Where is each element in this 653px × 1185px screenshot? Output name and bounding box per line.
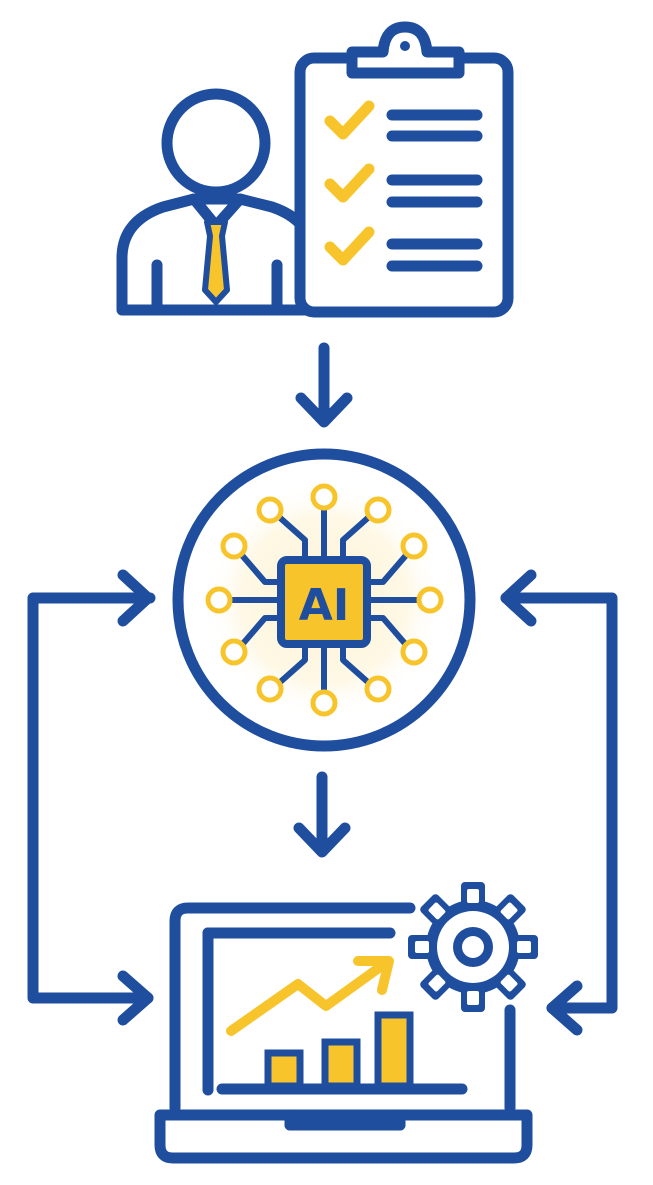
arrow-ai-to-output — [293, 771, 351, 858]
ai-node: AI — [172, 448, 476, 752]
check-mark-icon — [324, 100, 375, 266]
tie-icon — [202, 219, 230, 305]
circuit-nodes — [205, 483, 444, 717]
arrow-head-to-ai-left — [117, 569, 154, 627]
arrow-head-to-output-left — [117, 970, 154, 1026]
laptop-icon — [154, 902, 533, 1164]
bar-chart-icon — [216, 1011, 468, 1095]
output-node — [154, 882, 538, 1164]
trend-arrow-icon — [226, 956, 394, 1036]
checklist-lines — [386, 109, 483, 272]
checklist-clipboard-icon — [294, 21, 514, 318]
left-feedback-loop — [27, 569, 156, 1026]
ai-chip-label: AI — [299, 580, 349, 631]
arrow-analyst-to-ai — [295, 342, 353, 428]
arrow-head-to-output-right — [546, 980, 583, 1036]
arrow-head-to-ai-right — [500, 569, 537, 627]
analyst-node — [116, 21, 514, 318]
gear-icon — [408, 882, 538, 1012]
ai-chip-icon: AI — [277, 556, 371, 648]
right-feedback-loop — [500, 569, 618, 1036]
